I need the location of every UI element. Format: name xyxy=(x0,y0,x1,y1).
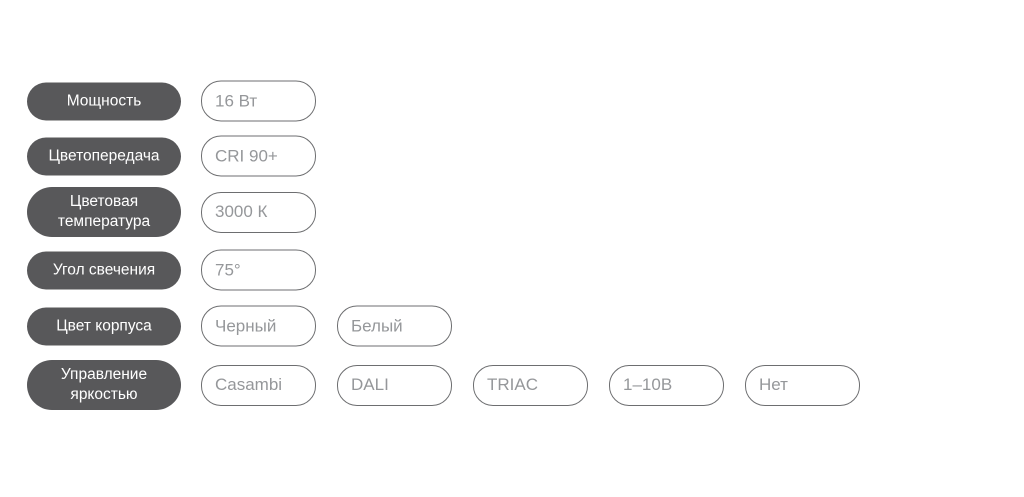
spec-label-pill: Цветопередача xyxy=(27,137,181,175)
spec-value-pill[interactable]: 75° xyxy=(201,249,316,291)
spec-label-pill: Мощность xyxy=(27,82,181,120)
spec-value-pill[interactable]: CRI 90+ xyxy=(201,135,316,177)
spec-value-pill[interactable]: 16 Вт xyxy=(201,80,316,122)
spec-value-pill[interactable]: Черный xyxy=(201,305,316,347)
spec-row: Цветовая температура 3000 К xyxy=(27,187,316,237)
spec-label-pill: Управление яркостью xyxy=(27,360,181,410)
spec-value-pill[interactable]: Casambi xyxy=(201,364,316,406)
spec-label-pill: Цвет корпуса xyxy=(27,307,181,345)
spec-value-pill[interactable]: Нет xyxy=(745,364,860,406)
spec-row: Угол свечения 75° xyxy=(27,249,316,291)
spec-value-pill[interactable]: Белый xyxy=(337,305,452,347)
spec-row: Мощность 16 Вт xyxy=(27,80,316,122)
spec-row: Цвет корпуса Черный Белый xyxy=(27,305,452,347)
spec-row: Цветопередача CRI 90+ xyxy=(27,135,316,177)
spec-label-pill: Угол свечения xyxy=(27,251,181,289)
spec-value-pill[interactable]: 3000 К xyxy=(201,191,316,233)
spec-value-pill[interactable]: 1–10В xyxy=(609,364,724,406)
spec-label-pill: Цветовая температура xyxy=(27,187,181,237)
spec-value-pill[interactable]: DALI xyxy=(337,364,452,406)
spec-value-pill[interactable]: TRIAC xyxy=(473,364,588,406)
spec-row: Управление яркостью Casambi DALI TRIAC 1–10… xyxy=(27,360,860,410)
